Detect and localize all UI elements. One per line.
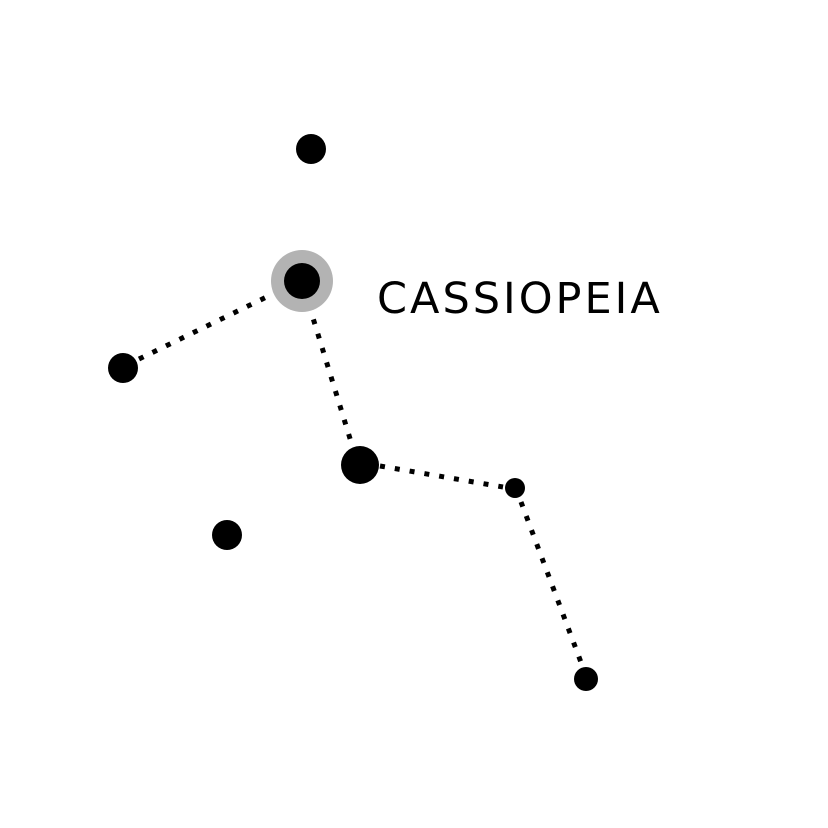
star-center	[341, 446, 379, 484]
line-center-to-right	[379, 463, 504, 490]
connection-lines	[137, 286, 585, 666]
star-top	[296, 134, 326, 164]
star-left	[108, 353, 138, 383]
star-main	[284, 263, 320, 299]
line-main-to-center	[306, 304, 355, 446]
star-lower-left	[212, 520, 242, 550]
star-right	[505, 478, 525, 498]
stars	[108, 134, 598, 691]
star-bottom	[574, 667, 598, 691]
constellation-name: CASSIOPEIA	[377, 274, 663, 324]
